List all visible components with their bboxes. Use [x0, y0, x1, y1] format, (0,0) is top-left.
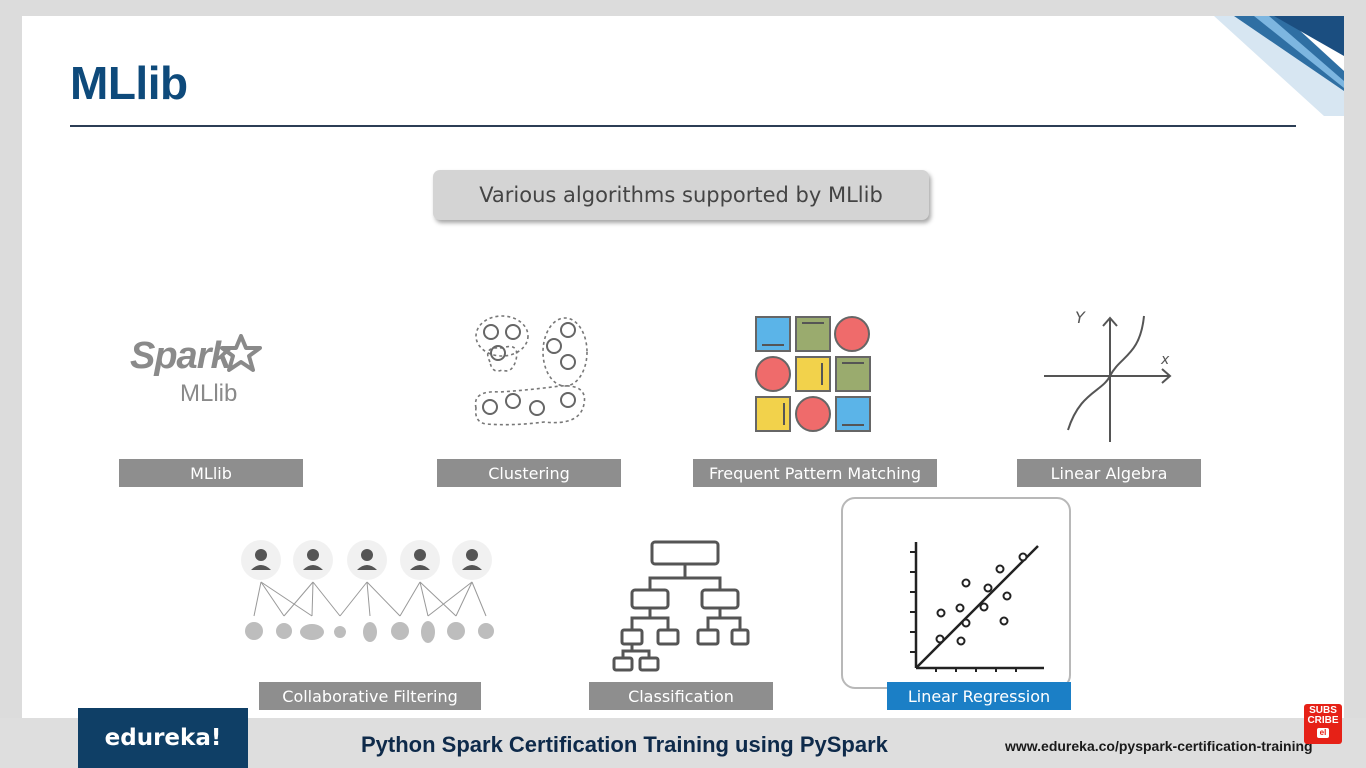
label-clustering: Clustering: [437, 459, 621, 487]
slide-canvas: MLlib Various algorithms supported by ML…: [22, 16, 1344, 718]
scatter-regression-icon: [910, 542, 1044, 672]
footer-url[interactable]: www.edureka.co/pyspark-certification-tra…: [1005, 738, 1313, 754]
mllib-logo-text: MLlib: [180, 380, 238, 407]
label-classification: Classification: [589, 682, 773, 710]
users-items-icon: [241, 540, 494, 643]
subscribe-button[interactable]: SUBS CRIBE el: [1304, 704, 1342, 744]
label-mllib: MLlib: [119, 459, 303, 487]
corner-decoration: [1214, 16, 1344, 116]
spark-logo-text: Spark: [130, 335, 232, 377]
x-axis-letter: x: [1161, 352, 1170, 368]
edureka-logo: edureka!: [78, 708, 248, 768]
title-divider: [70, 125, 1296, 127]
brand-text: edureka!: [104, 725, 222, 751]
label-linear-regression: Linear Regression: [887, 682, 1071, 710]
linear-regression-card: [841, 497, 1071, 689]
label-linear-algebra: Linear Algebra: [1017, 459, 1201, 487]
label-collaborative-filtering: Collaborative Filtering: [259, 682, 481, 710]
spark-star-icon: [220, 334, 262, 372]
play-icon: el: [1316, 728, 1330, 738]
pattern-grid-icon: [755, 316, 871, 432]
label-frequent-pattern-matching: Frequent Pattern Matching: [693, 459, 937, 487]
subtitle-text: Various algorithms supported by MLlib: [479, 183, 883, 207]
slide-title: MLlib: [70, 57, 188, 109]
axes-graph-icon: [1044, 315, 1172, 442]
course-title: Python Spark Certification Training usin…: [361, 732, 888, 757]
subscribe-line1: SUBS: [1309, 705, 1337, 716]
clustering-icon: [474, 315, 588, 426]
subtitle-box: Various algorithms supported by MLlib: [433, 170, 929, 220]
subscribe-line2: CRIBE: [1307, 715, 1339, 726]
y-axis-letter: Y: [1075, 308, 1085, 327]
tree-hierarchy-icon: [612, 540, 750, 672]
